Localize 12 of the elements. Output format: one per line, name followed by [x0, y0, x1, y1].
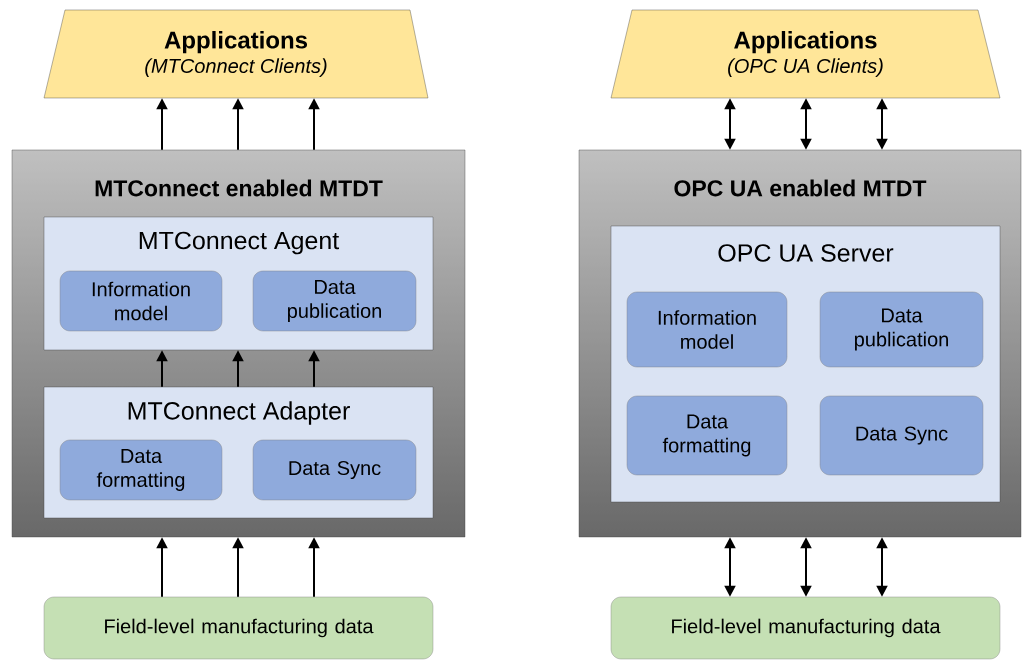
function-box: Data publication	[819, 291, 984, 368]
function-box: Information model	[59, 270, 223, 332]
function-box: Data Sync	[252, 439, 417, 501]
function-box: Data formatting	[626, 395, 788, 476]
application-trapezoid: Applications (MTConnect Clients)	[43, 9, 429, 99]
function-box: Data Sync	[819, 395, 984, 476]
application-trapezoid: Applications (OPC UA Clients)	[610, 9, 1001, 99]
function-box: Information model	[626, 291, 788, 368]
function-box: Data publication	[252, 270, 417, 332]
data-source-box: Field-level manufacturing data	[43, 596, 434, 660]
data-source-box: Field-level manufacturing data	[610, 596, 1001, 660]
function-box: Data formatting	[59, 439, 223, 501]
